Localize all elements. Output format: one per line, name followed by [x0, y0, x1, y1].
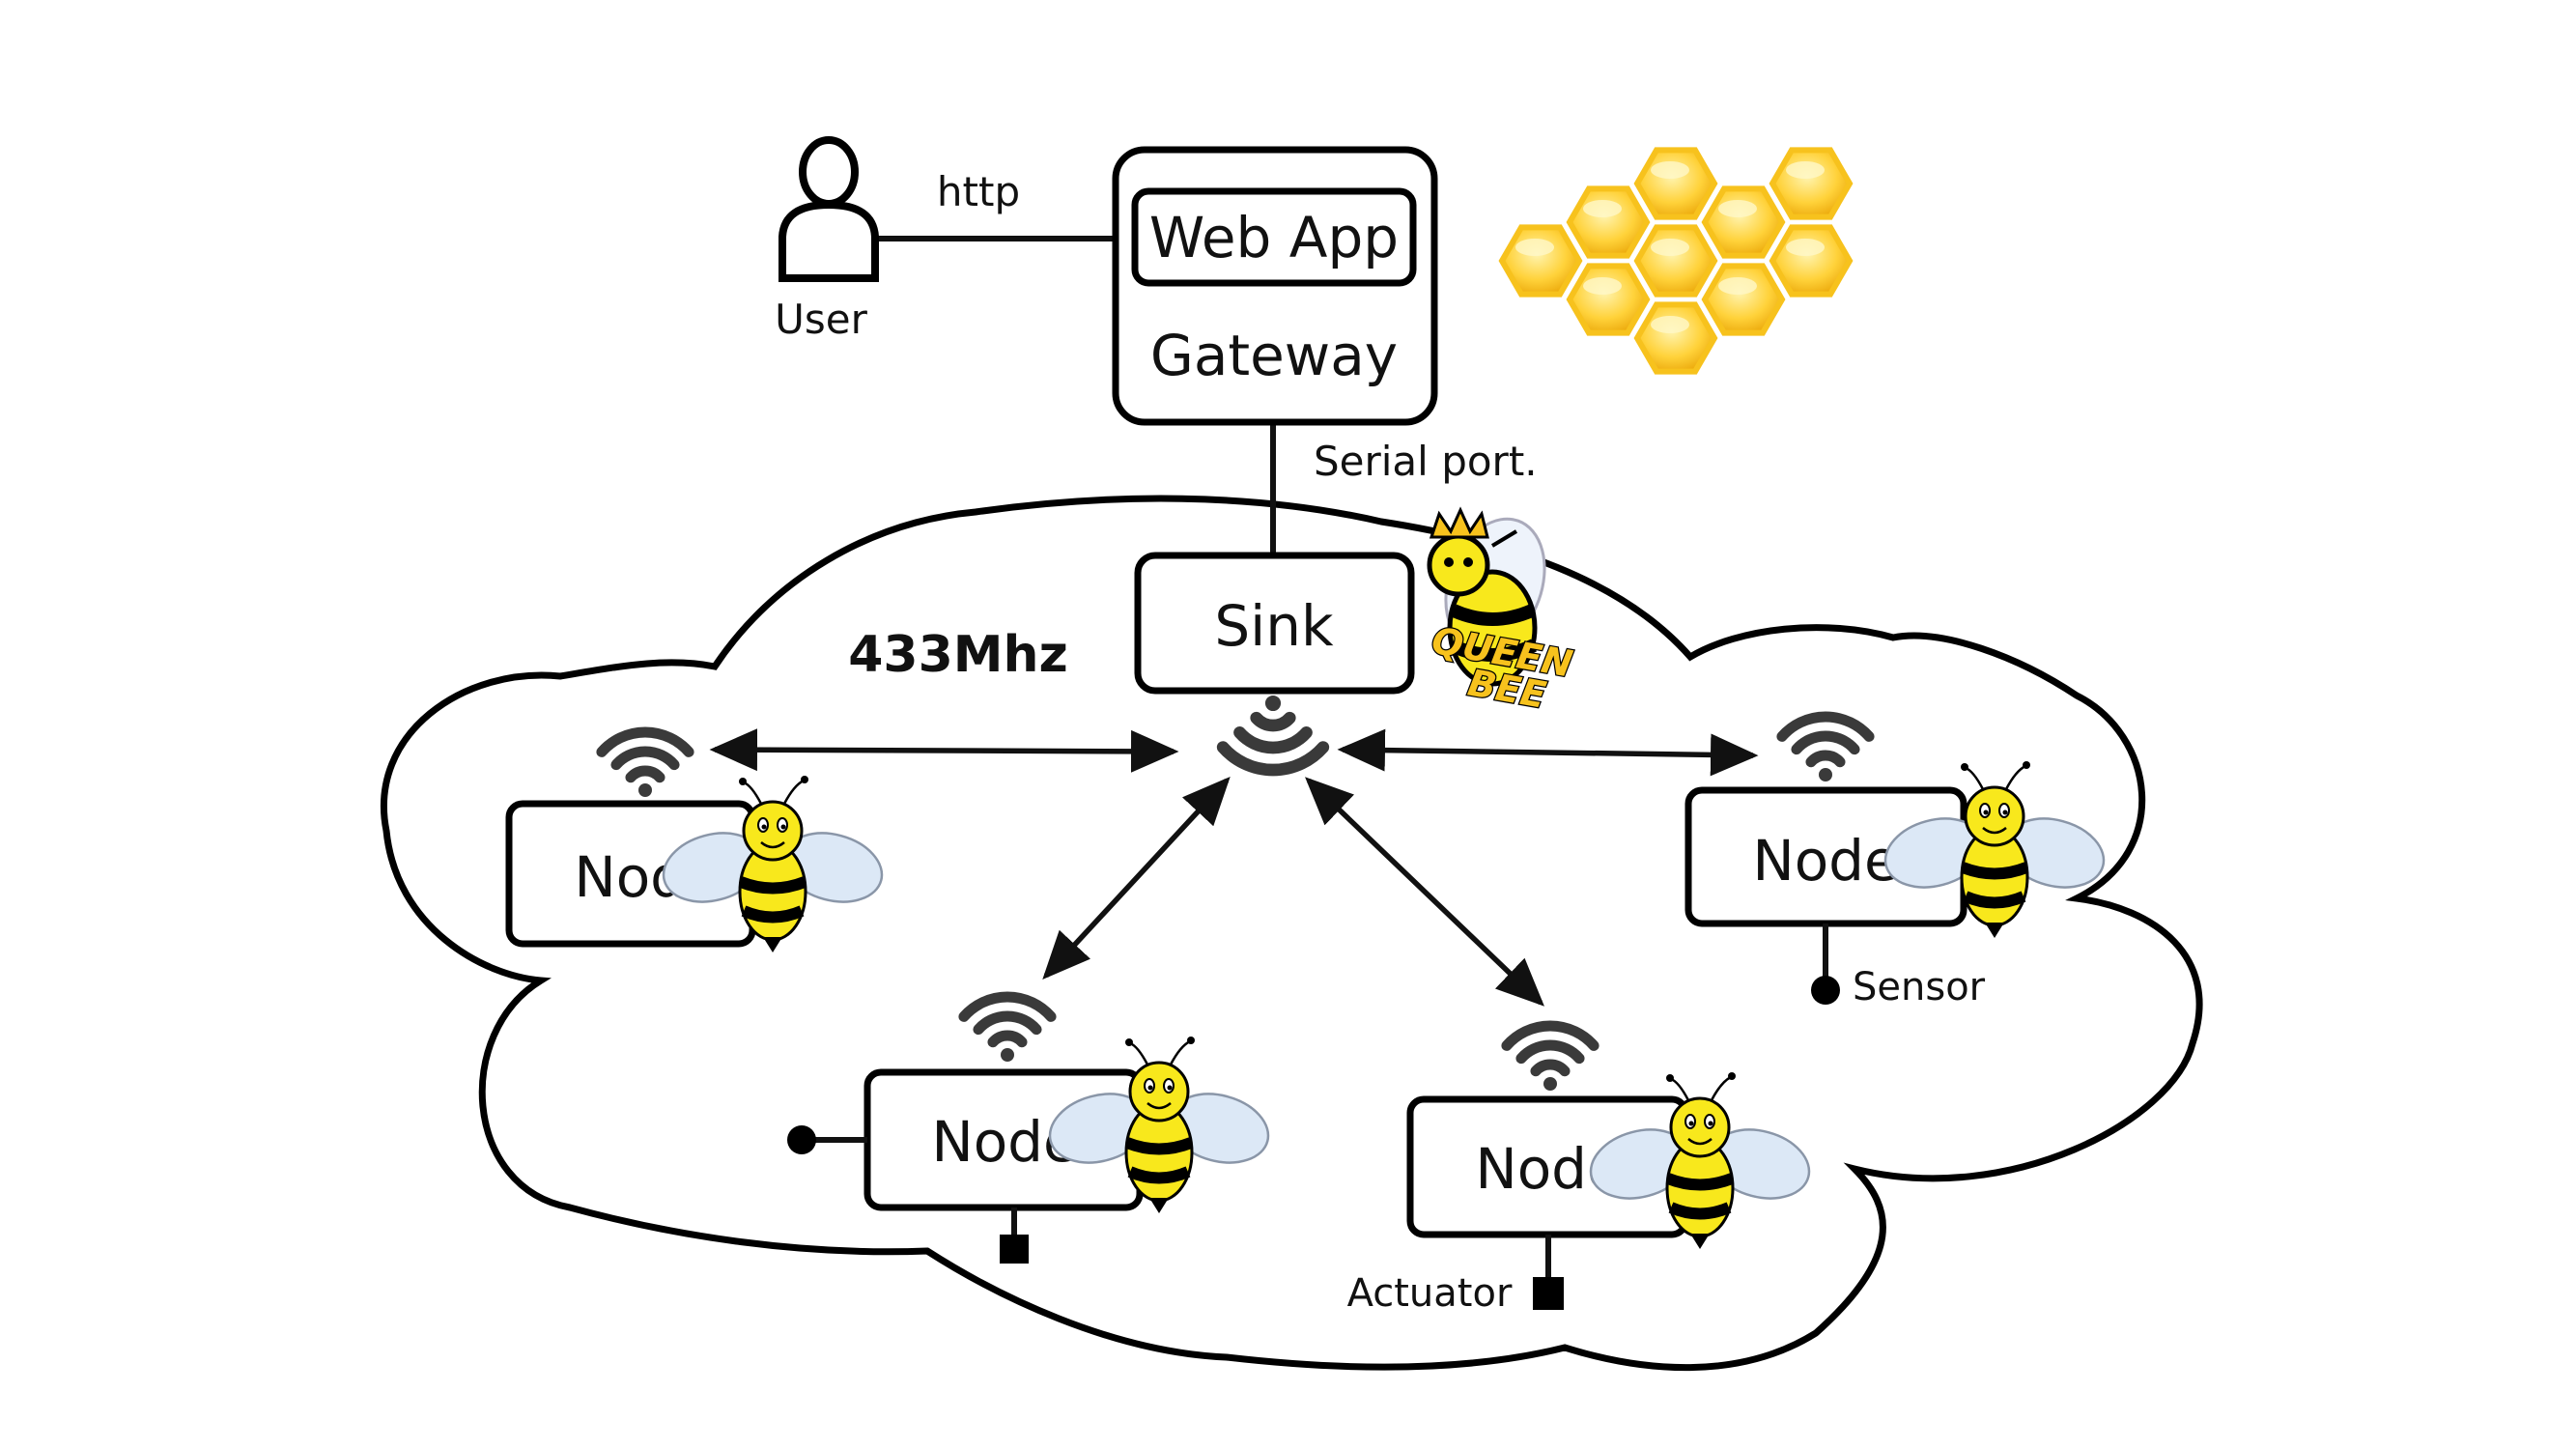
arrow-sink-node-right — [1337, 728, 1759, 777]
http-label: http — [937, 168, 1020, 215]
actuator-icon — [1533, 1235, 1564, 1310]
web-app-box[interactable] — [1131, 187, 1417, 287]
user-icon — [778, 136, 879, 282]
arrow-sink-node-left — [709, 728, 1179, 773]
arrow-sink-node-bottom-right — [1305, 777, 1544, 1007]
gateway-label: Gateway — [1150, 323, 1398, 388]
sink-box[interactable] — [1134, 552, 1415, 695]
wifi-icon — [596, 726, 694, 797]
user-label: User — [775, 296, 867, 343]
serial-port-label: Serial port. — [1314, 438, 1538, 485]
honeycomb-icon — [1498, 147, 1854, 375]
bee-icon — [1048, 1037, 1270, 1213]
wifi-icon — [1776, 711, 1875, 781]
web-app-label: Web App — [1149, 205, 1399, 270]
node-right-label: Node — [1752, 828, 1898, 894]
sensor-icon — [787, 1125, 867, 1154]
bee-icon — [1883, 761, 2106, 938]
wifi-icon — [1216, 695, 1330, 777]
frequency-label: 433Mhz — [848, 626, 1068, 684]
sensor-label: Sensor — [1853, 965, 1986, 1009]
actuator-icon — [1000, 1208, 1029, 1264]
bee-icon — [1589, 1072, 1811, 1249]
sink-label: Sink — [1214, 593, 1334, 659]
arrow-sink-node-bottom-left — [1042, 776, 1231, 980]
bee-icon — [662, 776, 884, 952]
actuator-label: Actuator — [1347, 1271, 1513, 1316]
wifi-icon — [1501, 1020, 1599, 1091]
wifi-icon — [958, 991, 1057, 1062]
sensor-icon — [1811, 923, 1840, 1005]
